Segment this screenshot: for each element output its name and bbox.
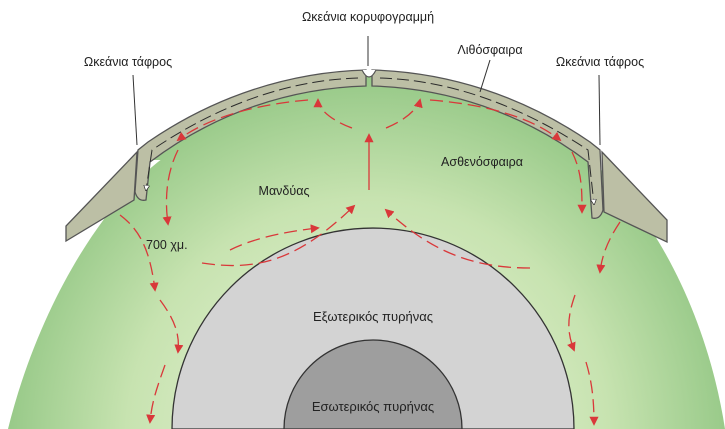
label-trench-right: Ωκεάνια τάφρος [556, 55, 644, 69]
label-ridge: Ωκεάνια κορυφογραμμή [302, 10, 434, 24]
leader-trench-right [599, 75, 600, 145]
label-mantle: Μανδύας [259, 184, 310, 198]
label-inner-core: Εσωτερικός πυρήνας [312, 399, 434, 414]
label-lithosphere: Λιθόσφαιρα [457, 43, 522, 57]
label-outer-core: Εξωτερικός πυρήνας [313, 309, 433, 324]
label-asthenosphere: Ασθενόσφαιρα [441, 155, 523, 169]
label-depth: 700 χμ. [146, 238, 188, 252]
leader-lithosphere [480, 60, 490, 92]
label-trench-left: Ωκεάνια τάφρος [84, 55, 172, 69]
leader-trench-left [133, 75, 137, 145]
